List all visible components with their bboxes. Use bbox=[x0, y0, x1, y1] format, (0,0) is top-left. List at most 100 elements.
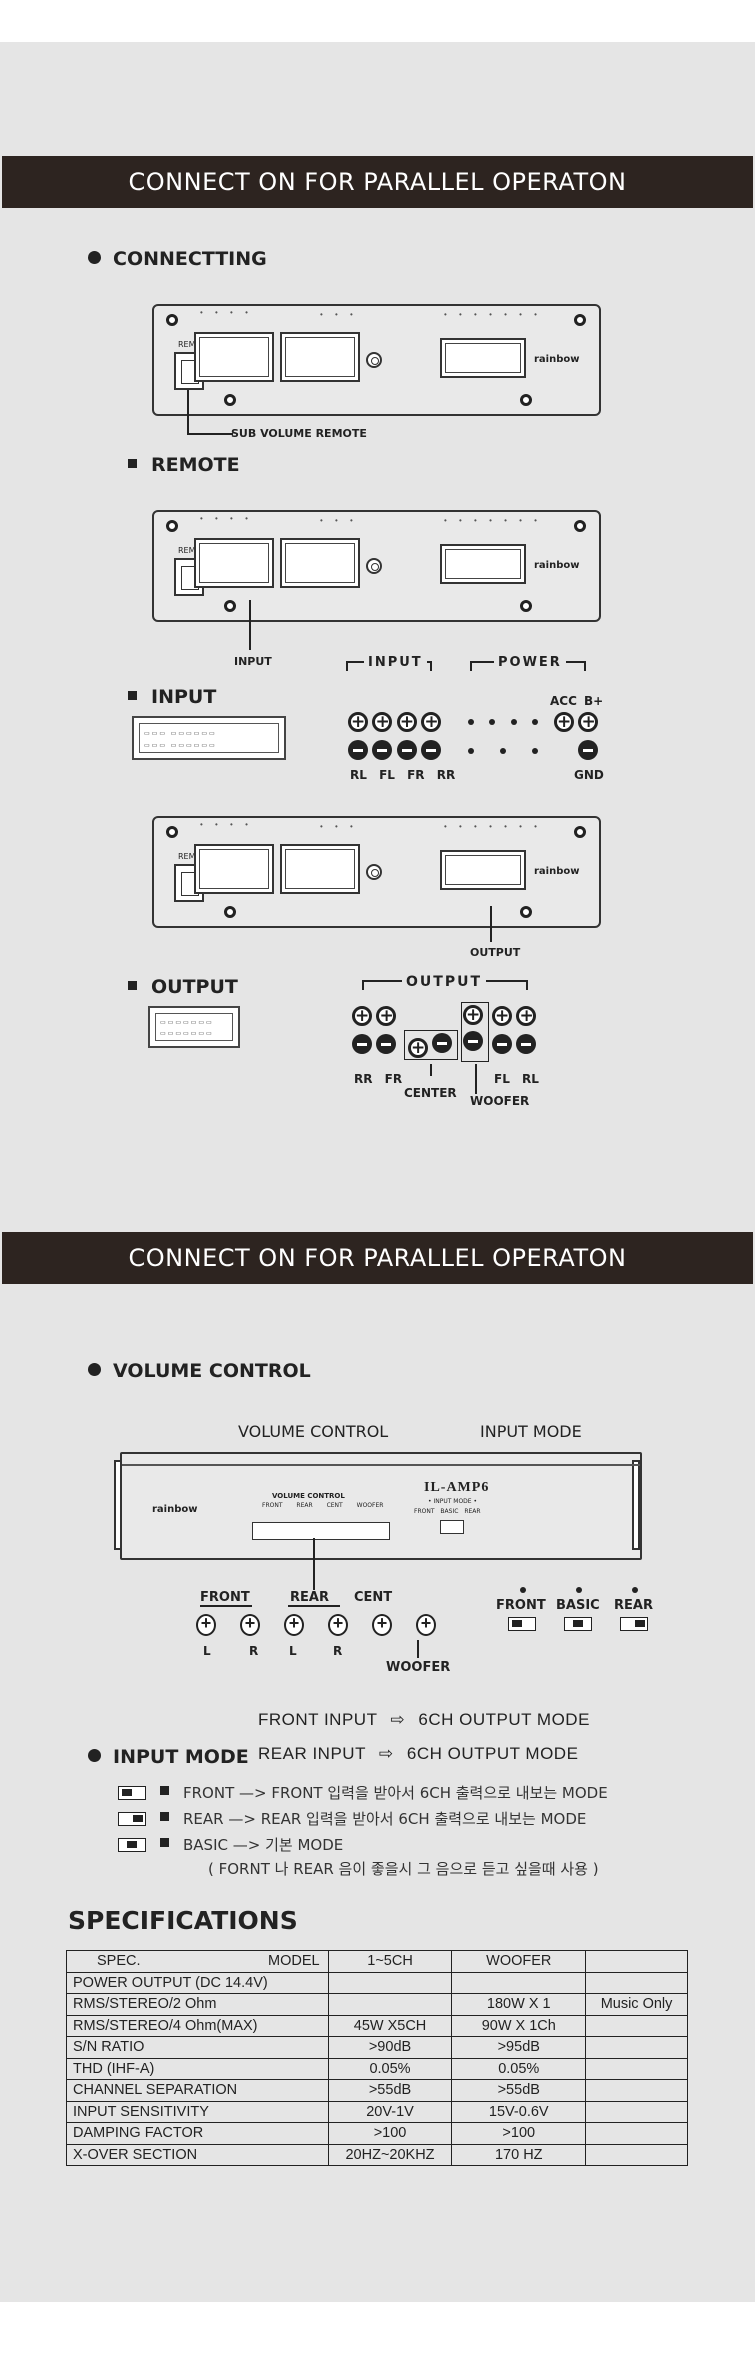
minus-terminal-icon bbox=[578, 740, 598, 760]
output-plug: ▭▭▭▭▭▭▭ ▭▭▭▭▭▭▭ bbox=[148, 1006, 240, 1048]
screw-icon bbox=[574, 826, 586, 838]
plus-terminal-icon: + bbox=[554, 712, 574, 732]
screw-icon bbox=[224, 600, 236, 612]
plus-terminal-icon: + bbox=[372, 712, 393, 732]
dot-icon bbox=[468, 719, 474, 725]
basic-mode-switch[interactable] bbox=[564, 1616, 592, 1634]
dot-icon bbox=[532, 748, 538, 754]
power-plus-terminals: + + bbox=[554, 712, 599, 732]
output-pins: • • • • • • • bbox=[444, 822, 542, 831]
plus-terminal-icon: + bbox=[396, 712, 417, 732]
rem-label: REM bbox=[178, 852, 196, 861]
power-connector bbox=[280, 844, 360, 894]
input-mode-small: • INPUT MODE • bbox=[428, 1498, 478, 1505]
power-dots bbox=[468, 719, 538, 725]
arrow-icon: ⇨ bbox=[378, 1744, 394, 1763]
input-mode-subheading: INPUT MODE bbox=[480, 1422, 582, 1441]
output-heading: OUTPUT bbox=[128, 976, 238, 998]
front-mode-switch[interactable] bbox=[508, 1616, 536, 1634]
input-heading: INPUT bbox=[128, 686, 216, 708]
rear-left-knob[interactable]: + bbox=[284, 1614, 304, 1636]
l-label: L bbox=[203, 1644, 211, 1658]
plug-body bbox=[139, 723, 279, 753]
gnd-label: GND bbox=[574, 768, 604, 782]
led-dot bbox=[632, 1580, 638, 1598]
leader-line bbox=[313, 1538, 315, 1590]
output-left-labels: RR FR bbox=[354, 1072, 403, 1086]
rear-label: REAR bbox=[290, 1590, 329, 1605]
table-header-row: SPEC. MODEL 1~5CH WOOFER bbox=[66, 1950, 688, 1973]
connecting-title: CONNECTTING bbox=[113, 248, 267, 270]
section-banner: CONNECT ON FOR PARALLEL OPERATON bbox=[2, 1232, 753, 1284]
bullet-icon bbox=[88, 1749, 101, 1762]
r-label: R bbox=[249, 1644, 259, 1658]
mode-rear-label: REAR bbox=[614, 1598, 653, 1613]
l-label: L bbox=[289, 1644, 297, 1658]
brand-logo: rainbow bbox=[534, 866, 580, 877]
brand-logo: rainbow bbox=[534, 354, 580, 365]
mode-switch bbox=[440, 1520, 464, 1534]
amplifier-side-view: rainbow VOLUME CONTROL FRONT REAR CENT W… bbox=[114, 1452, 642, 1560]
input-mode-title: INPUT MODE bbox=[113, 1746, 249, 1768]
table-header-cell bbox=[585, 1950, 688, 1973]
table-row: POWER OUTPUT (DC 14.4V) bbox=[66, 1971, 688, 1994]
dot-icon bbox=[520, 1587, 526, 1593]
input-minus-terminals bbox=[348, 740, 442, 765]
center-knob[interactable]: + bbox=[372, 1614, 392, 1636]
woofer-label: WOOFER bbox=[470, 1094, 530, 1108]
dot-icon bbox=[489, 719, 496, 725]
rear-mode-switch[interactable] bbox=[620, 1616, 648, 1634]
minus-terminal-icon bbox=[421, 740, 442, 760]
plus-terminal-icon: + bbox=[492, 1006, 512, 1026]
rear-right-knob[interactable]: + bbox=[328, 1614, 348, 1636]
front-underline bbox=[200, 1605, 252, 1607]
power-pins: • • • bbox=[320, 310, 358, 319]
power-group-label: POWER bbox=[494, 655, 566, 670]
table-header-cell: WOOFER bbox=[451, 1950, 587, 1973]
specifications-table: SPEC. MODEL 1~5CH WOOFER POWER OUTPUT (D… bbox=[66, 1950, 688, 2166]
vc-small-label: VOLUME CONTROL bbox=[272, 1492, 345, 1500]
input-plus-terminals: + + + + bbox=[348, 712, 442, 732]
woofer-group: + bbox=[461, 1002, 489, 1062]
input-group-label: INPUT bbox=[364, 655, 427, 670]
plug-pins: ▭▭▭ ▭▭▭▭▭▭ bbox=[144, 743, 217, 749]
front-right-knob[interactable]: + bbox=[240, 1614, 260, 1636]
volume-control-title: VOLUME CONTROL bbox=[113, 1360, 311, 1382]
table-row: THD (IHF-A)0.05%0.05% bbox=[66, 2057, 688, 2080]
input-pins: • • • • bbox=[200, 514, 253, 523]
woofer-knob[interactable]: + bbox=[416, 1614, 436, 1636]
plug-pins: ▭▭▭ ▭▭▭▭▭▭ bbox=[144, 731, 217, 737]
vc-small-sublabels: FRONT REAR CENT WOOFER bbox=[262, 1502, 384, 1509]
dot-icon bbox=[576, 1587, 582, 1593]
output-connector bbox=[440, 544, 526, 584]
bplus-label: B+ bbox=[584, 694, 604, 708]
leader-line bbox=[475, 1064, 477, 1094]
front-left-knob[interactable]: + bbox=[196, 1614, 216, 1636]
minus-terminal-icon bbox=[463, 1031, 483, 1051]
plug-body bbox=[155, 1013, 233, 1041]
rear-underline bbox=[288, 1605, 340, 1607]
output-minus-left bbox=[352, 1034, 397, 1059]
screw-icon bbox=[166, 826, 178, 838]
mode-line-label: FRONT INPUT bbox=[258, 1710, 378, 1729]
square-icon bbox=[128, 459, 137, 468]
table-row: CHANNEL SEPARATION>55dB>55dB bbox=[66, 2079, 688, 2102]
specifications-title: SPECIFICATIONS bbox=[68, 1906, 298, 1935]
brand-logo: rainbow bbox=[534, 560, 580, 571]
power-connector bbox=[280, 538, 360, 588]
connecting-heading: CONNECTTING bbox=[88, 248, 267, 270]
screw-icon bbox=[166, 520, 178, 532]
mode-front-label: FRONT bbox=[496, 1598, 546, 1613]
r-label: R bbox=[333, 1644, 343, 1658]
input-connector bbox=[194, 538, 274, 588]
leader-line bbox=[187, 390, 189, 434]
mode-line-value: 6CH OUTPUT MODE bbox=[406, 1744, 579, 1763]
plus-terminal-icon: + bbox=[516, 1006, 537, 1026]
plug-pins: ▭▭▭▭▭▭▭ bbox=[160, 1020, 214, 1026]
leader-line bbox=[187, 433, 233, 435]
mode-line-rear: REAR INPUT ⇨ 6CH OUTPUT MODE bbox=[258, 1744, 578, 1764]
